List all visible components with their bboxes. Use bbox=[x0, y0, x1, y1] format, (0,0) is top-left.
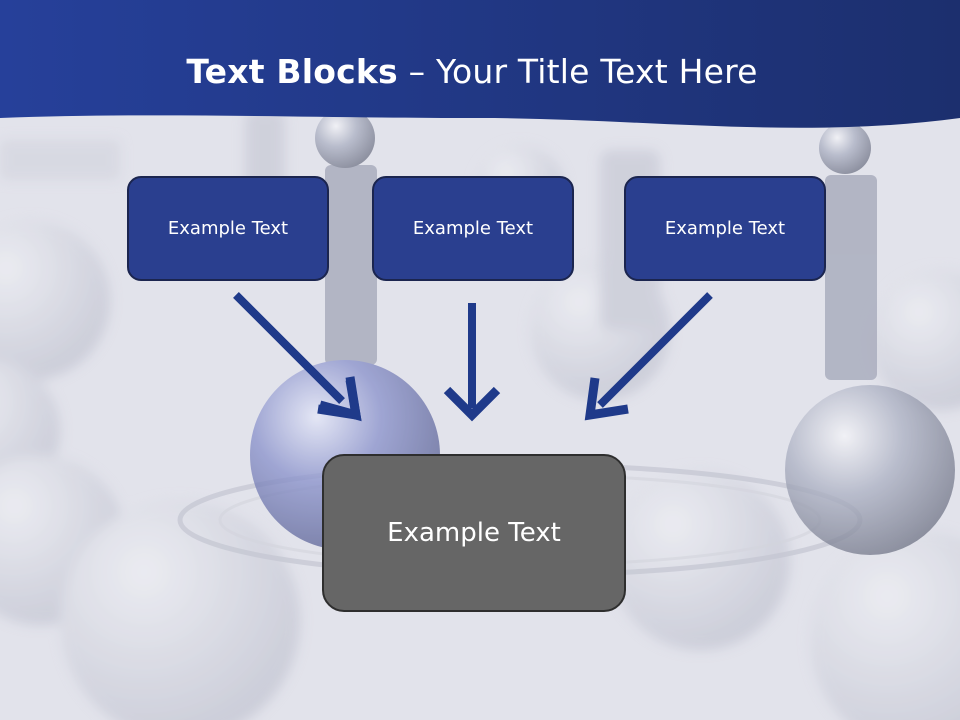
text-block-3-label: Example Text bbox=[664, 218, 786, 239]
text-block-1-label: Example Text bbox=[167, 218, 289, 239]
text-block-1: Example Text bbox=[127, 176, 329, 281]
title-bold-text: Text Blocks bbox=[186, 52, 398, 91]
arrow-down-center bbox=[443, 303, 501, 422]
slide-title: Text Blocks – Your Title Text Here bbox=[0, 52, 944, 91]
text-block-3: Example Text bbox=[624, 176, 826, 281]
text-block-2-label: Example Text bbox=[412, 218, 534, 239]
center-text-block-label: Example Text bbox=[387, 518, 561, 548]
text-block-2: Example Text bbox=[372, 176, 574, 281]
arrow-left-diagonal bbox=[233, 292, 362, 422]
title-rest-text: – Your Title Text Here bbox=[397, 52, 758, 91]
arrow-right-diagonal bbox=[584, 292, 713, 421]
center-text-block: Example Text bbox=[322, 454, 626, 612]
